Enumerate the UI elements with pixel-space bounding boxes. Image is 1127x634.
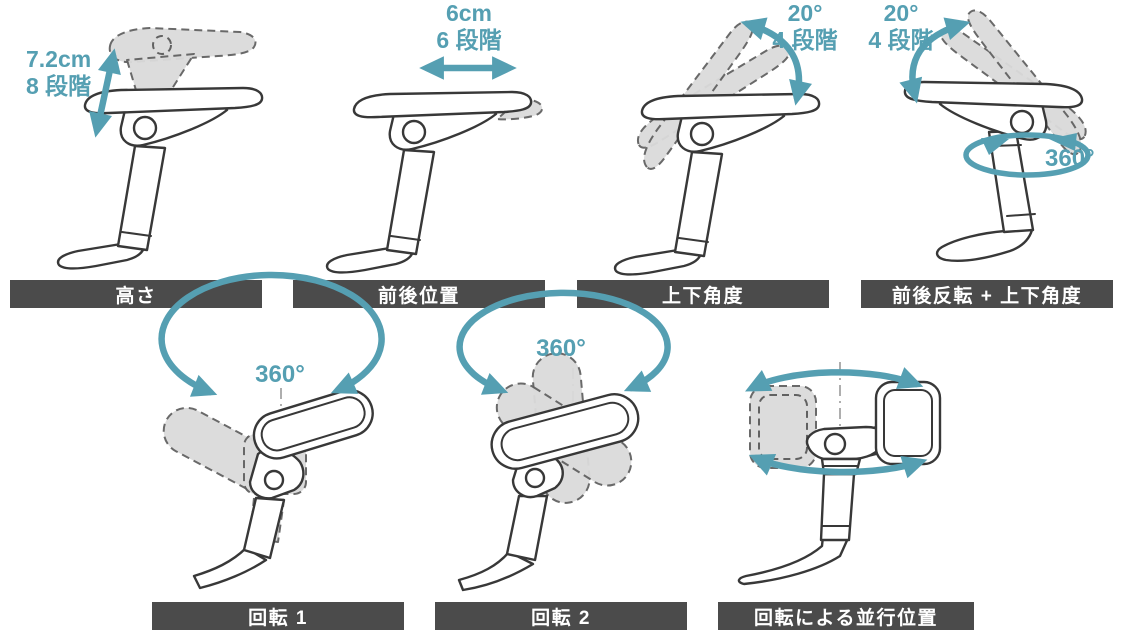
- swing-arc-arrow-bottom-icon: [748, 453, 928, 479]
- panel-height: 7.2cm 8 段階 高さ: [10, 0, 264, 308]
- tilt-arc-arrow-icon: [899, 17, 971, 104]
- panel-caption: 上下角度: [577, 280, 829, 308]
- armrest-drawing: [457, 393, 640, 592]
- panel-rotation-2: 360° 回転 2: [435, 289, 687, 630]
- rotation-degree-label: 360°: [1045, 145, 1095, 172]
- measurement-label: 7.2cm 8 段階: [26, 46, 92, 99]
- panel-caption: 前後反転 + 上下角度: [861, 280, 1113, 308]
- tilt-arc-arrow-icon: [740, 17, 812, 106]
- armrest-illustration-rotation-1: [158, 271, 385, 590]
- panel-caption: 回転による並行位置: [718, 602, 974, 630]
- ghost-armrest: [108, 27, 257, 98]
- swing-arc-arrow-top-icon: [745, 367, 924, 392]
- ghost-armrest: [749, 385, 817, 469]
- panel-rotation-1: 360° 回転 1: [152, 271, 404, 630]
- rotation-ellipse-arrow-icon: [456, 289, 671, 395]
- armrest-illustration-rotation-2: [456, 289, 671, 592]
- armrest-illustration-tilt: [613, 17, 821, 276]
- panel-caption: 回転 1: [152, 602, 404, 630]
- vertical-range-arrow-icon: [89, 48, 121, 138]
- panel-flip-plus-tilt: 20° 4 段階 360° 前後反転 + 上下角度: [861, 0, 1113, 308]
- panel-caption: 回転 2: [435, 602, 687, 630]
- armrest-illustration-fore-aft: [325, 56, 544, 274]
- panel-tilt-angle: 20° 4 段階 上下角度: [577, 0, 838, 308]
- armrest-drawing: [613, 92, 821, 276]
- armrest-illustration-flip-tilt: [899, 9, 1091, 262]
- panel-parallel-by-rotation: 回転による並行位置: [718, 322, 974, 630]
- rotation-degree-label: 360°: [255, 361, 305, 388]
- armrest-drawing: [192, 388, 374, 590]
- armrest-illustration-height: [56, 27, 264, 270]
- measurement-label: 20° 4 段階: [772, 0, 838, 53]
- panel-fore-aft-position: 6cm 6 段階 前後位置: [293, 0, 545, 308]
- measurement-label: 6cm 6 段階: [436, 0, 502, 53]
- swivel-ellipse-arrow-icon: [963, 132, 1091, 178]
- measurement-label: 20° 4 段階: [868, 0, 934, 53]
- armrest-illustration-parallel: [737, 362, 942, 586]
- armrest-drawing: [56, 86, 264, 270]
- rotation-ellipse-arrow-icon: [158, 271, 385, 397]
- rotation-degree-label: 360°: [536, 335, 586, 362]
